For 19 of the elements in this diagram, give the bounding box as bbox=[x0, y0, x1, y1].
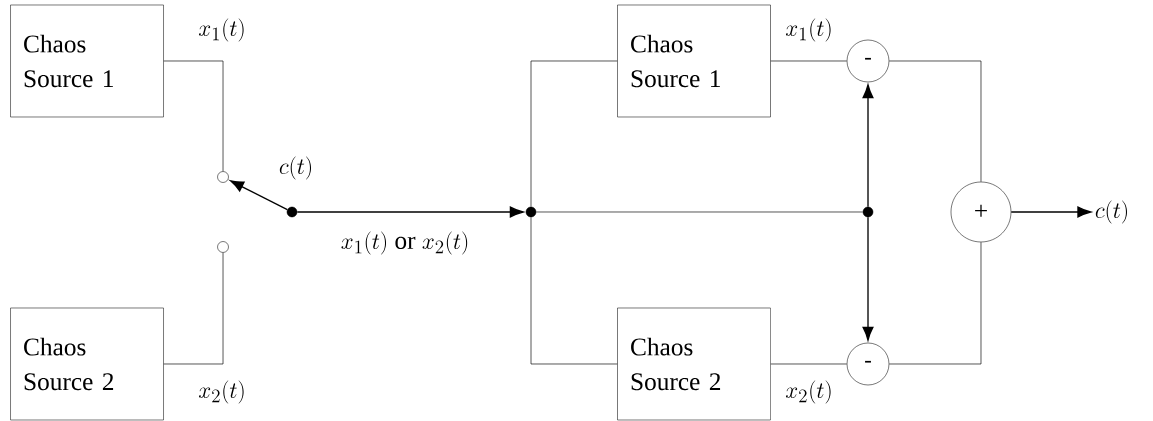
process-box: Chaos Source 1 bbox=[617, 4, 771, 118]
connector-arrow bbox=[1010, 206, 1092, 218]
signal-label: $c(t)$ bbox=[279, 156, 311, 180]
signal-label: $x_2(t)$ bbox=[199, 380, 244, 404]
process-box: Chaos Source 1 bbox=[10, 4, 164, 118]
switch-contact bbox=[217, 171, 229, 183]
connector-arrow bbox=[229, 180, 288, 211]
edge-label: $x_1(t) \text{ or } x_2(t)$ bbox=[339, 230, 471, 256]
switch-contact bbox=[217, 241, 229, 253]
connector-arrow bbox=[296, 206, 524, 218]
process-box: Chaos Source 2 bbox=[617, 307, 771, 421]
signal-label: $x_1(t)$ bbox=[199, 18, 244, 42]
connector-arrow bbox=[862, 216, 874, 341]
process-box: Chaos Source 2 bbox=[10, 307, 164, 421]
output-label: $c(t)$ bbox=[1095, 200, 1127, 224]
switch-pivot bbox=[286, 206, 298, 218]
signal-label: $x_1(t)$ bbox=[785, 18, 831, 42]
connector-arrow bbox=[862, 84, 874, 208]
signal-label: $x_2(t)$ bbox=[785, 380, 831, 404]
